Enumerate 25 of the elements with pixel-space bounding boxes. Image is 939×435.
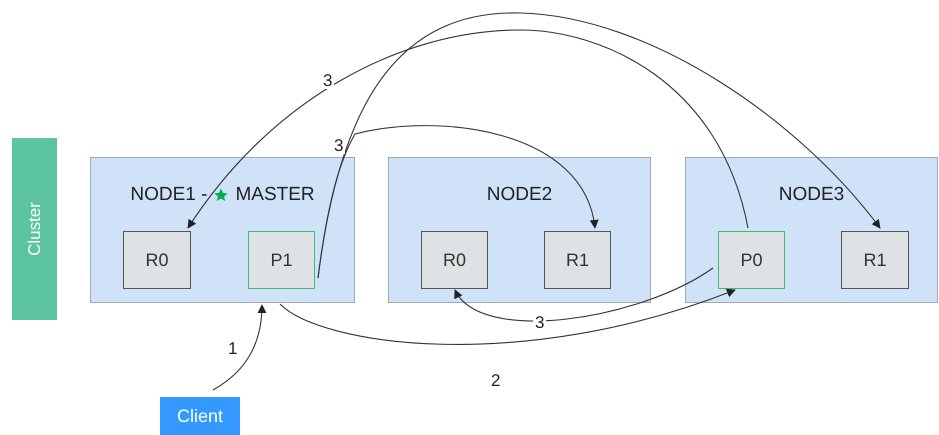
- server-node-box: [90, 157, 355, 303]
- edge-label: 3: [321, 72, 334, 89]
- arrow: [454, 268, 714, 322]
- node-title: MASTER: [235, 184, 315, 206]
- node-title: NODE3: [778, 184, 844, 206]
- arrow: [212, 304, 266, 390]
- server-node-box: [388, 157, 651, 303]
- node-title: NODE2: [486, 184, 552, 206]
- primary-shard-box: P1: [248, 231, 315, 289]
- primary-shard-box: P0: [718, 231, 785, 289]
- edge-label: 3: [533, 314, 546, 331]
- replica-shard-box: R0: [123, 231, 191, 289]
- node-title: NODE1 -: [130, 184, 208, 206]
- replica-shard-box: R0: [421, 231, 488, 289]
- arrow: [280, 288, 736, 345]
- server-node-box: [685, 157, 938, 303]
- edge-label: 3: [332, 137, 346, 154]
- replica-shard-box: R1: [841, 231, 909, 289]
- edge-label: 2: [489, 372, 502, 389]
- edge-label: 1: [226, 340, 240, 357]
- arrow: [317, 12, 881, 278]
- replica-shard-box: R1: [544, 231, 611, 289]
- arrow: [187, 29, 749, 229]
- cluster-band: Cluster: [12, 138, 57, 320]
- client-box: Client: [160, 397, 240, 435]
